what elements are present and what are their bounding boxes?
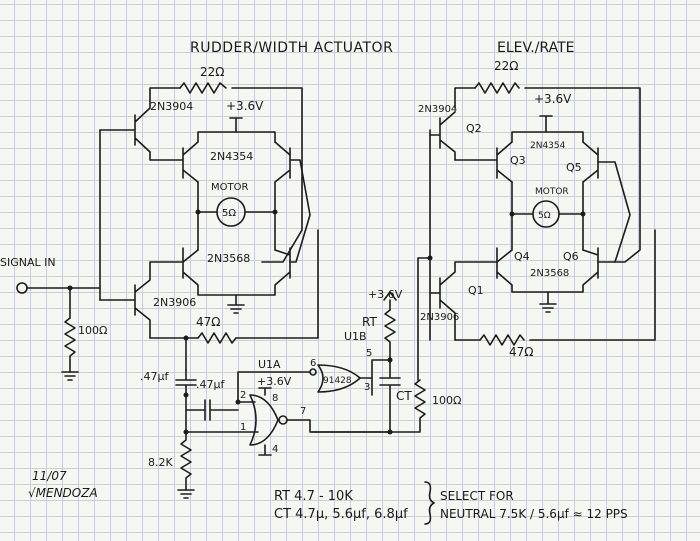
right-r-side: 100Ω	[432, 394, 461, 407]
note-select: SELECT FOR	[440, 489, 514, 503]
selection-brace	[424, 481, 435, 525]
right-q4: Q4	[514, 250, 530, 263]
right-q-top-mid: 2N4354	[530, 141, 566, 151]
pin-8: 8	[272, 393, 278, 404]
right-q2: Q2	[466, 122, 482, 135]
title-right: ELEV./RATE	[497, 40, 574, 56]
resistor-47-right	[479, 334, 525, 346]
timer-c2: .47μf	[196, 378, 225, 391]
timer-u1b: U1B	[344, 330, 367, 343]
right-motor: MOTOR	[535, 187, 569, 197]
transistor-2n3904-left	[99, 107, 151, 153]
left-r-top: 22Ω	[200, 65, 224, 79]
timer-u1a: U1A	[258, 358, 281, 371]
left-r-bot: 47Ω	[196, 315, 220, 329]
transistor-q1	[429, 261, 498, 341]
left-vcc: +3.6V	[226, 99, 264, 113]
resistor-8k2	[180, 431, 192, 491]
pin-1: 1	[240, 422, 246, 433]
pin-4: 4	[272, 444, 278, 455]
right-r-bot: 47Ω	[509, 345, 533, 359]
note-rt: RT 4.7 - 10K	[274, 489, 353, 504]
right-vcc: +3.6V	[534, 92, 572, 106]
signal-in-label: SIGNAL IN	[0, 256, 56, 269]
transistor-2n3906-left	[99, 261, 184, 339]
timer-c1: .47μf	[140, 370, 169, 383]
motor-right	[532, 200, 560, 228]
resistor-rt	[384, 309, 396, 361]
resistor-100-input	[64, 317, 76, 373]
resistor-100-right	[311, 379, 426, 433]
left-q-bot-left: 2N3906	[153, 296, 196, 309]
right-q1: Q1	[468, 284, 484, 297]
timer-chip: 91428	[323, 376, 352, 386]
note-ct: CT 4.7μ, 5.6μf, 6.8μf	[274, 507, 408, 522]
timer-vcc-gate: +3.6V	[257, 375, 292, 388]
pin-5: 5	[366, 348, 372, 359]
right-q-bot-left: 2N3906	[420, 312, 459, 323]
left-circuit	[16, 82, 319, 381]
resistor-22-left	[179, 82, 227, 94]
right-r-top: 22Ω	[494, 59, 518, 73]
right-motor-r: 5Ω	[538, 211, 551, 221]
motor-left	[216, 197, 246, 227]
right-q5: Q5	[566, 161, 582, 174]
pin-6: 6	[310, 358, 316, 369]
signature-name: √MENDOZA	[28, 486, 98, 500]
left-q-bot-mid: 2N3568	[207, 252, 250, 265]
nor-gate-u1a	[249, 394, 279, 446]
transistor-q2	[429, 111, 456, 161]
timer-r-ground: 8.2K	[148, 456, 173, 469]
signal-in-terminal	[16, 282, 28, 294]
timer-rt: RT	[362, 315, 377, 329]
right-q6: Q6	[563, 250, 579, 263]
signature-date: 11/07	[32, 469, 67, 483]
left-motor-r: 5Ω	[222, 208, 236, 219]
right-q3: Q3	[510, 154, 526, 167]
left-motor: MOTOR	[211, 182, 248, 193]
nor-gate-u1b	[317, 364, 361, 393]
timer-ct: CT	[396, 389, 412, 403]
pin-2: 2	[240, 390, 246, 401]
title-left: RUDDER/WIDTH ACTUATOR	[190, 40, 393, 56]
timer-vcc-rt: +3.6V	[368, 288, 403, 301]
timer-circuit	[175, 291, 401, 499]
note-neutral: NEUTRAL 7.5K / 5.6μf ≈ 12 PPS	[440, 507, 628, 521]
left-r-in: 100Ω	[78, 324, 107, 337]
pin-3: 3	[364, 382, 370, 393]
resistor-22-right	[474, 82, 520, 94]
right-q-bot-mid: 2N3568	[530, 268, 569, 279]
resistor-47-left	[197, 332, 237, 344]
pin-7: 7	[300, 406, 306, 417]
left-q-top-mid: 2N4354	[210, 150, 253, 163]
left-q-top-left: 2N3904	[150, 100, 193, 113]
right-q-top-left: 2N3904	[418, 104, 457, 115]
right-circuit	[311, 82, 656, 433]
